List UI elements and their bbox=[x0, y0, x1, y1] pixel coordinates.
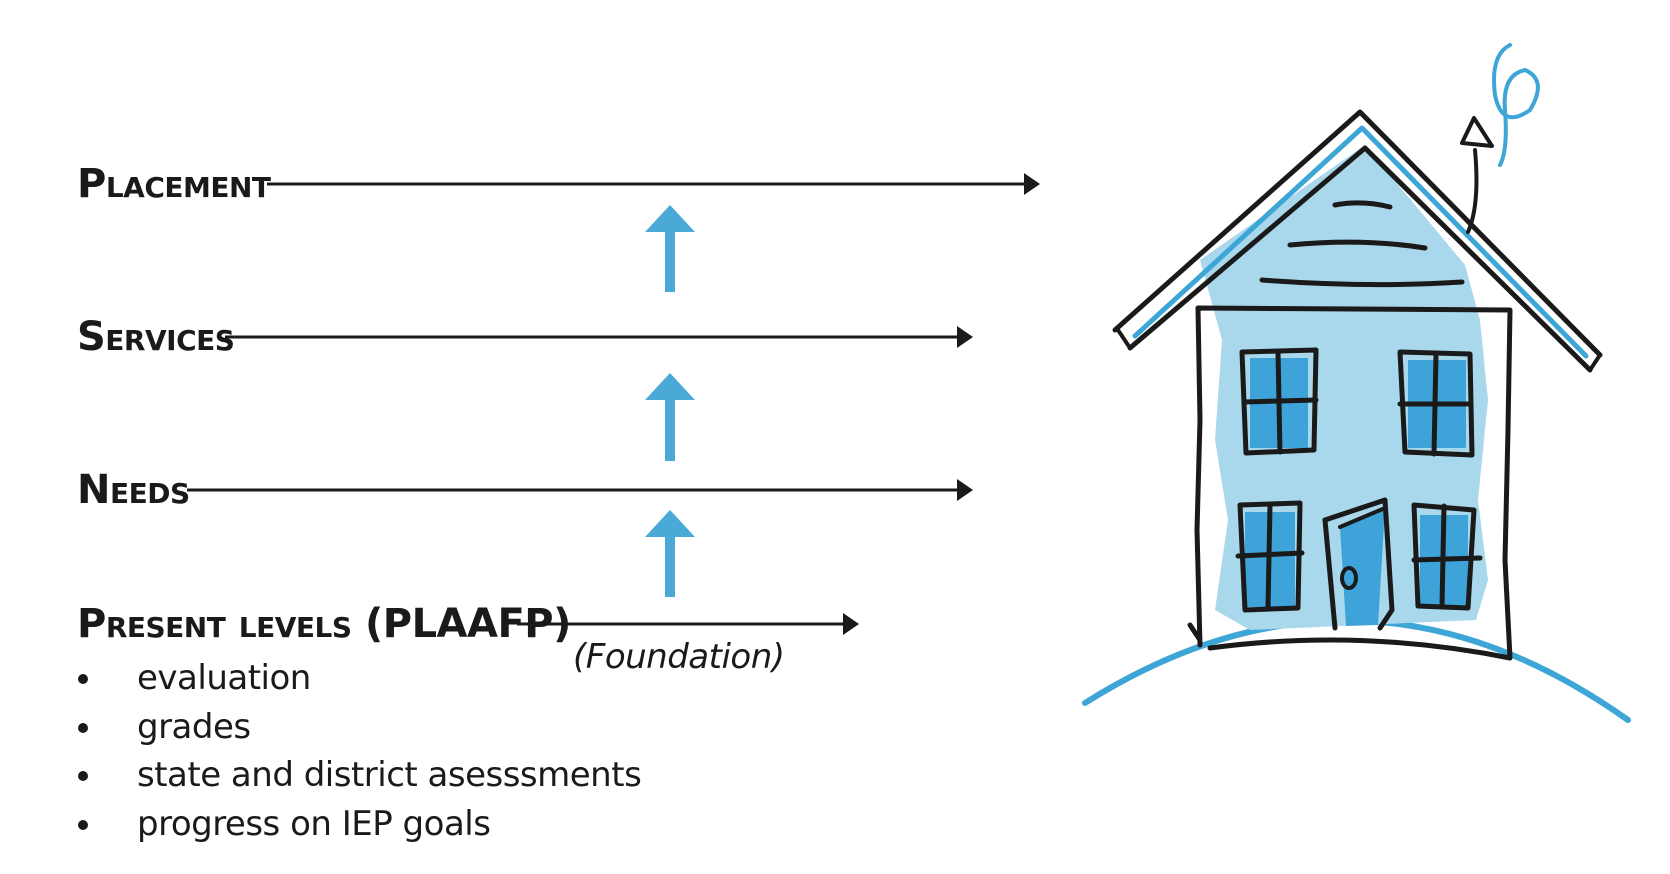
up-arrow-icon bbox=[645, 205, 695, 292]
door-icon bbox=[1322, 497, 1395, 631]
level-label-present-levels: Present levels (PLAAFP) bbox=[77, 601, 571, 647]
bullet-icon bbox=[78, 722, 88, 733]
list-item: state and district asesssments bbox=[72, 751, 642, 800]
level-label-placement: Placement bbox=[77, 161, 271, 207]
window-icon bbox=[1239, 347, 1319, 456]
placement-arrow bbox=[267, 173, 1040, 195]
window-icon bbox=[1235, 500, 1305, 613]
bullet-icon bbox=[78, 674, 88, 684]
up-arrow-icon bbox=[645, 373, 695, 461]
bullet-icon bbox=[78, 819, 88, 830]
plaafp-label: (PLAAFP) bbox=[364, 601, 571, 647]
window-icon bbox=[1397, 349, 1475, 458]
window-icon bbox=[1411, 502, 1483, 611]
level-label-services: Services bbox=[77, 314, 235, 360]
list-item: grades bbox=[72, 703, 641, 752]
needs-arrow bbox=[187, 479, 973, 501]
present-levels-list: evaluation grades state and district ase… bbox=[72, 654, 642, 849]
foundation-label: (Foundation) bbox=[573, 637, 785, 677]
level-label-needs: Needs bbox=[77, 467, 190, 513]
present-levels-arrow bbox=[517, 613, 859, 635]
hill-icon bbox=[1082, 617, 1631, 723]
up-arrow-icon bbox=[645, 510, 695, 597]
house-illustration bbox=[1082, 43, 1631, 723]
list-item: progress on IEP goals bbox=[72, 800, 641, 849]
list-item: evaluation bbox=[72, 654, 641, 703]
services-arrow bbox=[225, 326, 973, 348]
bullet-icon bbox=[78, 771, 88, 781]
